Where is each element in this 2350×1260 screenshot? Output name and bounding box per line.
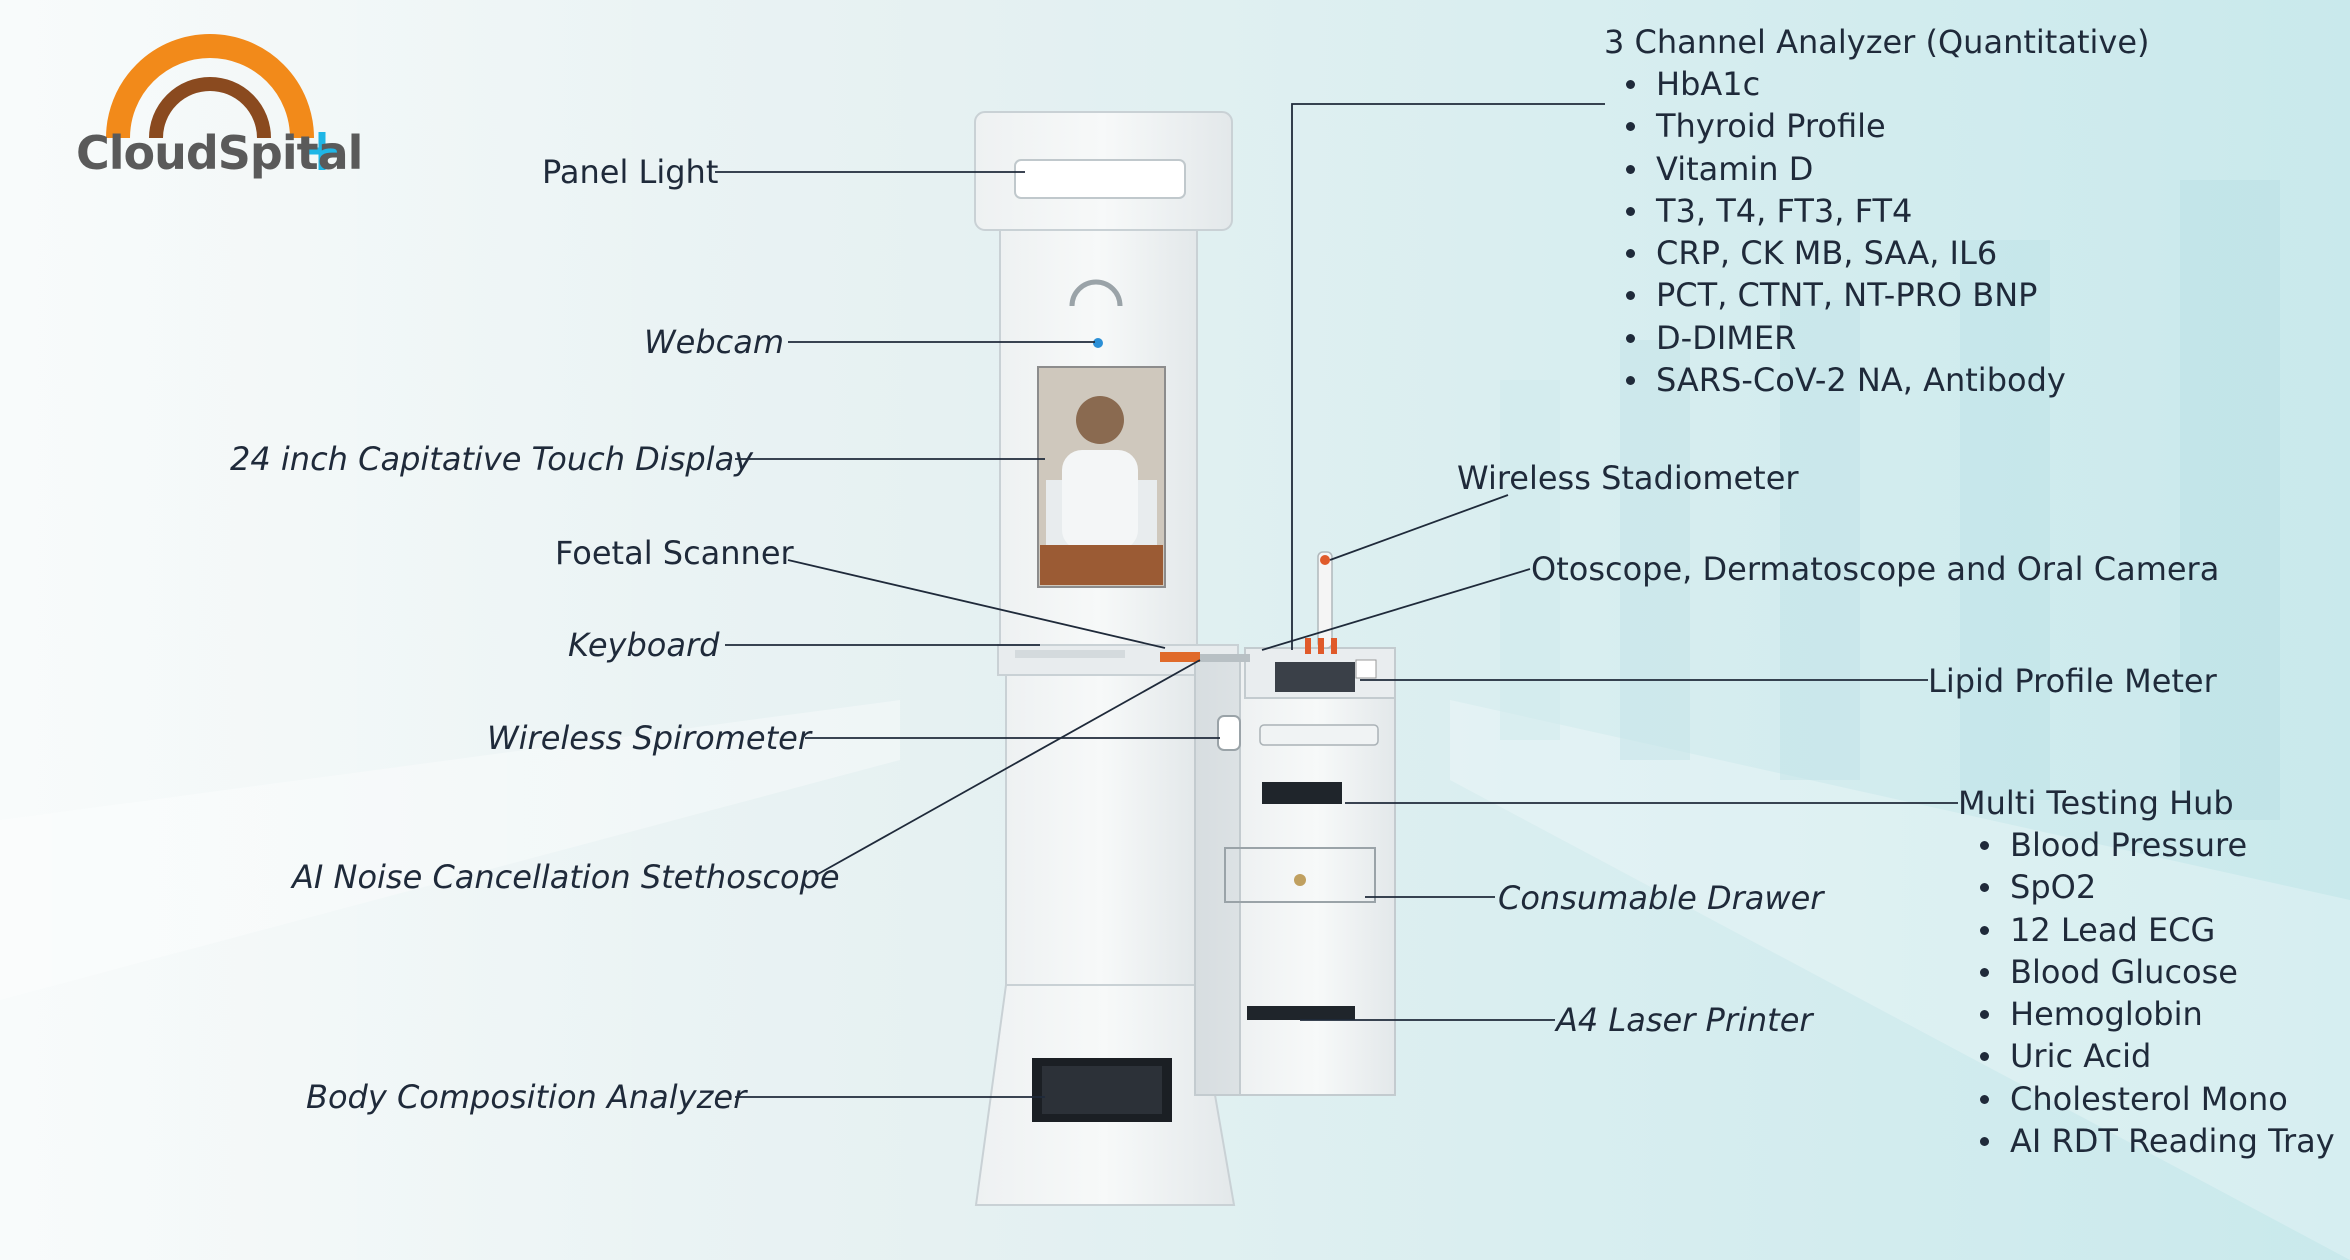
analyzer-title: 3 Channel Analyzer (Quantitative) [1604,23,2150,61]
label-stadiometer: Wireless Stadiometer [1457,459,1799,497]
hub-list: Blood Pressure SpO2 12 Lead ECG Blood Gl… [1976,824,2335,1162]
label-webcam: Webcam [644,323,785,361]
label-panel-light: Panel Light [542,153,719,191]
label-foetal-scanner: Foetal Scanner [555,534,794,572]
label-printer: A4 Laser Printer [1556,1001,1813,1039]
brand-logo [106,34,341,170]
line-foetal-scanner [787,559,1166,649]
label-otoscope: Otoscope, Dermatoscope and Oral Camera [1531,550,2220,588]
list-item: SpO2 [1976,866,2335,908]
analyzer-list: HbA1c Thyroid Profile Vitamin D T3, T4, … [1622,63,2066,401]
list-item: Blood Glucose [1976,951,2335,993]
label-consumable-drawer: Consumable Drawer [1498,879,1824,917]
list-item: Thyroid Profile [1622,105,2066,147]
list-item: HbA1c [1622,63,2066,105]
line-otoscope [1261,568,1531,651]
label-stethoscope: AI Noise Cancellation Stethoscope [292,858,840,896]
label-body-composition: Body Composition Analyzer [306,1078,747,1116]
kiosk-illustration [974,111,1396,1206]
list-item: Vitamin D [1622,148,2066,190]
list-item: AI RDT Reading Tray [1976,1120,2335,1162]
list-item: D-DIMER [1622,317,2066,359]
label-keyboard: Keyboard [568,626,720,664]
brand-name: CloudSpital [76,126,363,180]
list-item: Hemoglobin [1976,993,2335,1035]
list-item: Blood Pressure [1976,824,2335,866]
list-item: SARS-CoV-2 NA, Antibody [1622,359,2066,401]
label-touch-display: 24 inch Capitative Touch Display [230,440,754,478]
line-analyzer [1291,103,1605,650]
list-item: CRP, CK MB, SAA, IL6 [1622,232,2066,274]
list-item: T3, T4, FT3, FT4 [1622,190,2066,232]
line-stethoscope [817,659,1201,875]
label-spirometer: Wireless Spirometer [487,719,811,757]
line-stadiometer [1329,494,1509,561]
list-item: 12 Lead ECG [1976,909,2335,951]
list-item: Uric Acid [1976,1035,2335,1077]
list-item: Cholesterol Mono [1976,1078,2335,1120]
hub-title: Multi Testing Hub [1958,784,2234,822]
label-lipid-meter: Lipid Profile Meter [1928,662,2217,700]
list-item: PCT, CTNT, NT-PRO BNP [1622,274,2066,316]
